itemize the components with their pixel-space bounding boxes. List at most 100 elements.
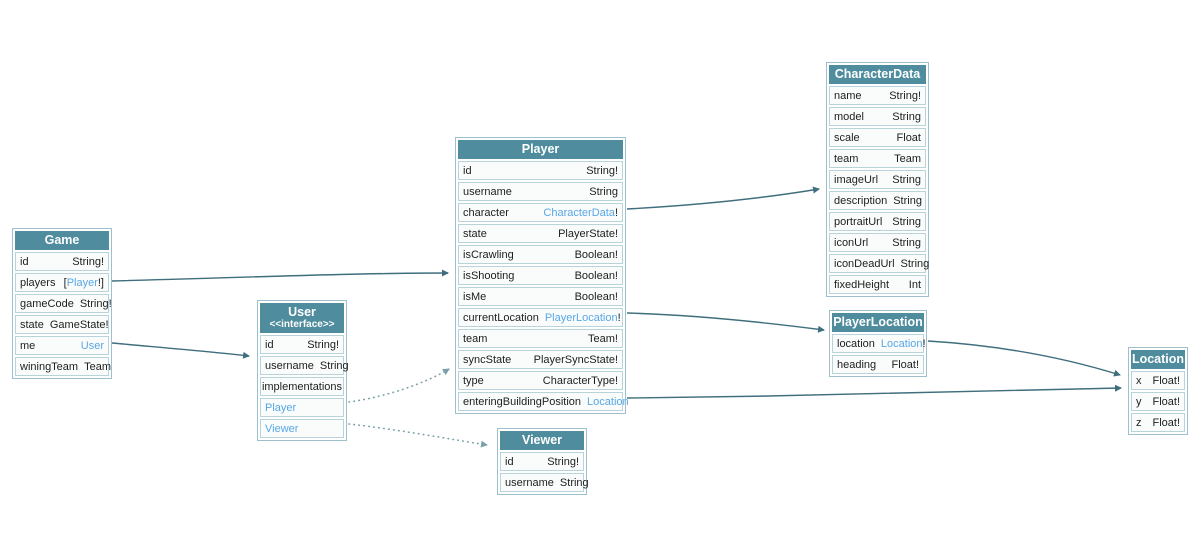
node-header-user[interactable]: User <<interface>> [260,303,344,333]
field-row[interactable]: name String! [829,86,926,105]
node-location: Location x Float! y Float! z Float! [1128,347,1188,435]
field-row[interactable]: description String [829,191,926,210]
field-name: iconUrl [834,236,869,249]
type-text: Float! [1152,395,1180,408]
field-type: String! [547,456,579,468]
field-name: state [463,227,487,240]
field-type: PlayerLocation! [545,312,621,324]
type-text: Float! [891,358,919,371]
type-link[interactable]: Location [880,337,923,350]
field-row[interactable]: scale Float [829,128,926,147]
field-name: players [20,276,56,289]
type-text: Boolean! [574,290,618,303]
field-name: iconDeadUrl [834,257,895,270]
field-row[interactable]: username String [260,356,349,375]
type-text: String! [72,255,104,268]
type-text: CharacterType! [542,374,618,387]
field-type: Boolean! [575,249,618,261]
field-name: team [834,152,859,165]
implementation-link-viewer[interactable]: Viewer [260,419,344,438]
field-row[interactable]: me User [15,336,109,355]
field-row[interactable]: portraitUrl String [829,212,926,231]
field-row[interactable]: id String! [458,161,623,180]
field-row[interactable]: iconDeadUrl String [829,254,929,273]
field-name: type [463,374,484,387]
field-row[interactable]: isCrawling Boolean! [458,245,623,264]
field-type: String! [889,90,921,102]
node-characterdata: CharacterData name String! model String … [826,62,929,297]
field-type: String! [80,298,112,310]
type-text: PlayerSyncState! [533,353,618,366]
field-name: y [1136,395,1142,408]
node-subtitle: <<interface>> [269,319,335,330]
field-row[interactable]: type CharacterType! [458,371,623,390]
field-row[interactable]: y Float! [1131,392,1185,411]
field-row[interactable]: character CharacterData! [458,203,623,222]
field-row[interactable]: isShooting Boolean! [458,266,623,285]
node-header-game[interactable]: Game [15,231,109,250]
field-row[interactable]: fixedHeight Int [829,275,926,294]
type-link[interactable]: Location [587,395,629,408]
field-name: scale [834,131,860,144]
node-header-playerlocation[interactable]: PlayerLocation [832,313,924,332]
node-header-characterdata[interactable]: CharacterData [829,65,926,84]
node-header-location[interactable]: Location [1131,350,1185,369]
field-row[interactable]: id String! [260,335,344,354]
type-link[interactable]: Player [66,276,98,289]
type-link[interactable]: User [80,339,104,352]
field-name: username [505,476,554,489]
field-row[interactable]: model String [829,107,926,126]
type-link[interactable]: CharacterData [543,206,615,219]
type-text: Boolean! [574,269,618,282]
field-name: model [834,110,864,123]
field-row[interactable]: winingTeam Team [15,357,111,376]
implementation-link-player[interactable]: Player [260,398,344,417]
field-type: Boolean! [575,291,618,303]
type-text: String [892,110,921,123]
type-link[interactable]: PlayerLocation [544,311,618,324]
field-name: id [463,164,472,177]
field-row[interactable]: id String! [15,252,109,271]
field-row[interactable]: username String [500,473,589,492]
field-row[interactable]: players [Player!] [15,273,109,292]
type-text: !] [97,276,104,289]
field-row[interactable]: iconUrl String [829,233,926,252]
node-header-viewer[interactable]: Viewer [500,431,584,450]
edge-player-currentlocation-to-playerlocation [626,312,825,333]
field-row[interactable]: location Location! [832,334,926,353]
field-type: PlayerSyncState! [534,354,618,366]
type-text: Int [908,278,921,291]
field-type: String! [586,165,618,177]
field-row[interactable]: enteringBuildingPosition Location [458,392,629,411]
field-row[interactable]: imageUrl String [829,170,926,189]
type-text: GameState! [49,318,109,331]
field-row[interactable]: username String [458,182,623,201]
field-row[interactable]: state GameState! [15,315,109,334]
field-type: String! [307,339,339,351]
field-name: winingTeam [20,360,79,373]
type-link[interactable]: Player [265,401,297,414]
field-type: String [901,258,930,270]
type-link[interactable]: Viewer [265,422,299,435]
field-row[interactable]: state PlayerState! [458,224,623,243]
field-row[interactable]: team Team [829,149,926,168]
field-row[interactable]: syncState PlayerSyncState! [458,350,623,369]
field-row[interactable]: isMe Boolean! [458,287,623,306]
field-name: imageUrl [834,173,879,186]
field-row[interactable]: x Float! [1131,371,1185,390]
type-text: String! [307,338,339,351]
field-row[interactable]: id String! [500,452,584,471]
field-row[interactable]: heading Float! [832,355,924,374]
field-row[interactable]: gameCode String! [15,294,112,313]
field-type: CharacterData! [543,207,618,219]
field-row[interactable]: currentLocation PlayerLocation! [458,308,623,327]
type-text: String! [586,164,618,177]
field-name: id [505,455,514,468]
node-header-player[interactable]: Player [458,140,623,159]
field-row[interactable]: z Float! [1131,413,1185,432]
type-text: [ [63,276,67,289]
edge-playerlocation-location-to-location [927,340,1121,377]
edge-user-impl-player [348,368,450,403]
field-row[interactable]: team Team! [458,329,623,348]
